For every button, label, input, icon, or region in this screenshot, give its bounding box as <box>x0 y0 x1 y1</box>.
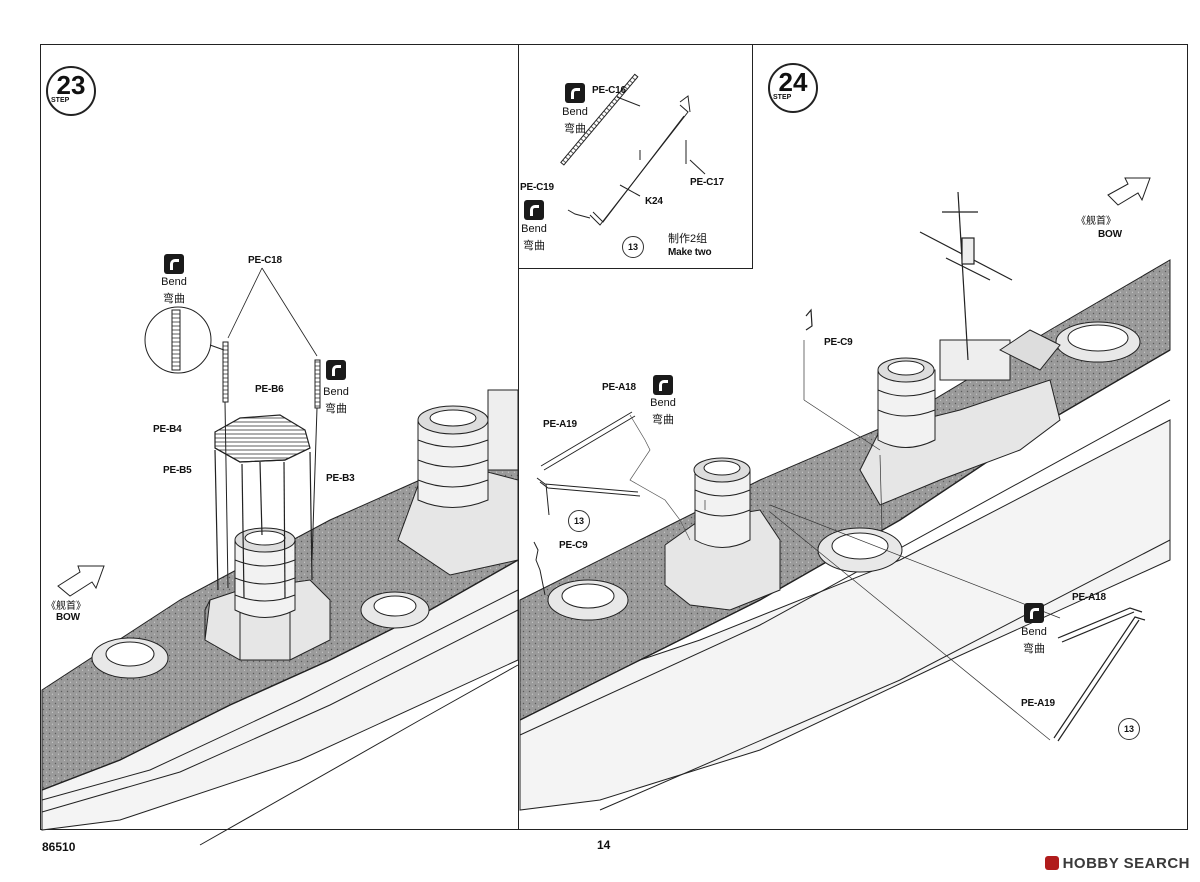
step23-railing <box>214 414 313 599</box>
inset-drawing <box>560 73 706 226</box>
step23-number: 23 <box>56 70 86 100</box>
step24-circle-13-left: 13 <box>568 510 590 532</box>
part-label-pe-b5: PE-B5 <box>163 465 192 476</box>
part-label-pe-c18: PE-C18 <box>248 255 282 266</box>
bend-icon <box>326 360 346 380</box>
step24-circle-13-right: 13 <box>1118 718 1140 740</box>
part-label-pe-c19: PE-C19 <box>520 182 554 193</box>
step24-rings <box>547 321 1141 621</box>
step23-bow-cn: 《舰首》 <box>46 601 86 612</box>
step23-ladders <box>222 341 321 589</box>
page-number: 14 <box>597 838 611 852</box>
watermark: HOBBY SEARCH <box>1044 855 1190 872</box>
step24-c9-right <box>805 308 813 331</box>
bend-icon <box>1024 603 1044 623</box>
bend-icon <box>653 375 673 395</box>
inset-bend-label: Bend <box>562 106 588 118</box>
watermark-logo-icon <box>1044 856 1059 870</box>
part-label-k24: K24 <box>645 196 663 207</box>
part-label-pe-a19-right: PE-A19 <box>1021 698 1055 709</box>
inset-bend-cn: 弯曲 <box>564 123 586 135</box>
part-label-pe-a18-right: PE-A18 <box>1072 592 1106 603</box>
step24-bend-label-2: Bend <box>1021 626 1047 638</box>
step24-step-word: STEP <box>773 94 792 101</box>
part-label-pe-a18-left: PE-A18 <box>602 382 636 393</box>
bend-icon <box>565 83 585 103</box>
step24-badge: 24 STEP <box>768 63 818 113</box>
step24-fwd-funnel <box>664 457 781 611</box>
part-label-pe-a19-left: PE-A19 <box>543 419 577 430</box>
step24-bend-cn: 弯曲 <box>652 414 674 426</box>
part-label-pe-b3: PE-B3 <box>326 473 355 484</box>
step23-bow: BOW <box>56 612 80 623</box>
step23-badge: 23 STEP <box>46 66 96 116</box>
part-label-pe-b6: PE-B6 <box>255 384 284 395</box>
step23-step-word: STEP <box>51 97 70 104</box>
step24-mast <box>919 191 1013 361</box>
step23-funnel <box>234 527 296 618</box>
step23-bend-label: Bend <box>161 276 187 288</box>
step24-bow-cn: 《舰首》 <box>1076 216 1116 227</box>
inset-circle-13: 13 <box>622 236 644 258</box>
bend-icon <box>524 200 544 220</box>
step24-pe-a-right <box>1053 607 1146 742</box>
step24-c9-left <box>533 541 546 596</box>
watermark-text: HOBBY SEARCH <box>1062 855 1190 872</box>
step24-aft-tower <box>859 329 1061 506</box>
part-label-pe-c9-left: PE-C9 <box>559 540 588 551</box>
step23-bend-cn: 弯曲 <box>163 293 185 305</box>
step23-detail-circle <box>144 306 225 374</box>
step24-bend-label: Bend <box>650 397 676 409</box>
panel-divider <box>518 44 520 830</box>
part-label-pe-b4: PE-B4 <box>153 424 182 435</box>
instruction-frame <box>40 44 1188 830</box>
step23-bend-label-2: Bend <box>323 386 349 398</box>
inset-make-cn: 制作2组 <box>668 233 708 245</box>
bend-icon <box>164 254 184 274</box>
step23-bow-arrow <box>57 565 105 597</box>
step23-bend-cn-2: 弯曲 <box>325 403 347 415</box>
step24-bend-cn-2: 弯曲 <box>1023 643 1045 655</box>
product-code: 86510 <box>42 840 76 854</box>
inset-bend-cn-2: 弯曲 <box>523 240 545 252</box>
step23-ring-fwd <box>91 591 430 679</box>
inset-make-two: Make two <box>668 247 712 258</box>
step24-pe-a-left <box>536 411 691 541</box>
part-label-pe-c17: PE-C17 <box>690 177 724 188</box>
step24-bow: BOW <box>1098 229 1122 240</box>
inset-bend-label-2: Bend <box>521 223 547 235</box>
inset-panel <box>518 44 753 269</box>
part-label-pe-c9-top: PE-C9 <box>824 337 853 348</box>
step23-aft-tower <box>397 389 519 576</box>
step24-bow-arrow <box>1107 177 1151 206</box>
part-label-pe-c16: PE-C16 <box>592 85 626 96</box>
step24-number: 24 <box>778 67 808 97</box>
